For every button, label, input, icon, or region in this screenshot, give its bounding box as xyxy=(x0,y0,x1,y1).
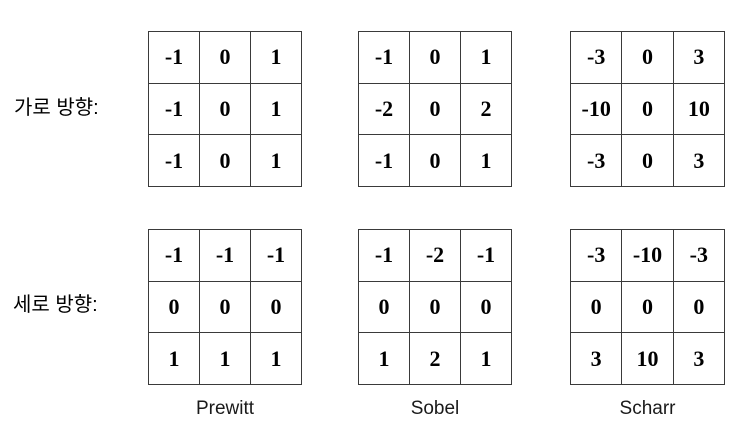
kernel-cell: 1 xyxy=(199,332,251,385)
kernel-cell: 0 xyxy=(250,280,302,334)
kernel-cell: 10 xyxy=(621,332,674,385)
kernel-cell: -10 xyxy=(621,229,674,282)
kernel-cell: -3 xyxy=(672,229,726,282)
kernel-cell: 1 xyxy=(250,31,302,84)
kernel-cell: 3 xyxy=(569,332,623,385)
kernel-cell: -1 xyxy=(358,31,410,84)
kernel-cell: -1 xyxy=(199,229,251,282)
row-label-horizontal: 가로 방향: xyxy=(14,97,99,119)
kernel-cell: 0 xyxy=(409,31,461,84)
kernel-cell: 0 xyxy=(621,134,674,187)
kernel-cell: -2 xyxy=(409,229,461,282)
kernel-matrix-vertical-prewitt: -1 -1 -1 0 0 0 1 1 1 xyxy=(148,229,302,385)
kernel-cell: -1 xyxy=(148,229,200,282)
kernel-cell: 0 xyxy=(672,280,726,334)
kernel-cell: 0 xyxy=(199,31,251,84)
kernel-cell: -1 xyxy=(460,229,512,282)
kernel-cell: 0 xyxy=(621,31,674,84)
kernel-cell: 3 xyxy=(672,332,726,385)
kernel-cell: 0 xyxy=(409,82,461,136)
kernel-cell: -10 xyxy=(569,82,623,136)
kernel-cell: 1 xyxy=(460,332,512,385)
kernel-cell: -1 xyxy=(358,229,410,282)
kernel-cell: -1 xyxy=(148,31,200,84)
kernel-cell: 0 xyxy=(199,134,251,187)
kernel-cell: 0 xyxy=(199,280,251,334)
kernel-cell: 1 xyxy=(460,31,512,84)
kernel-cell: 0 xyxy=(199,82,251,136)
kernel-cell: -1 xyxy=(358,134,410,187)
kernel-cell: -3 xyxy=(569,134,623,187)
kernel-cell: 0 xyxy=(460,280,512,334)
kernel-cell: 1 xyxy=(358,332,410,385)
kernel-matrix-vertical-scharr: -3 -10 -3 0 0 0 3 10 3 xyxy=(569,229,726,385)
kernel-cell: 0 xyxy=(358,280,410,334)
column-caption-sobel: Sobel xyxy=(410,398,460,419)
kernel-cell: 3 xyxy=(672,31,726,84)
kernel-matrix-horizontal-scharr: -3 0 3 -10 0 10 -3 0 3 xyxy=(569,31,726,187)
kernel-matrix-horizontal-sobel: -1 0 1 -2 0 2 -1 0 1 xyxy=(358,31,512,187)
kernel-cell: 0 xyxy=(621,82,674,136)
kernel-cell: -1 xyxy=(250,229,302,282)
kernel-matrix-vertical-sobel: -1 -2 -1 0 0 0 1 2 1 xyxy=(358,229,512,385)
kernel-cell: 0 xyxy=(148,280,200,334)
kernel-cell: -3 xyxy=(569,229,623,282)
kernel-cell: -3 xyxy=(569,31,623,84)
kernel-cell: -1 xyxy=(148,82,200,136)
kernel-cell: 3 xyxy=(672,134,726,187)
kernel-cell: 1 xyxy=(250,82,302,136)
kernel-cell: 0 xyxy=(569,280,623,334)
column-caption-prewitt: Prewitt xyxy=(195,398,255,419)
kernel-matrix-horizontal-prewitt: -1 0 1 -1 0 1 -1 0 1 xyxy=(148,31,302,187)
kernel-cell: 1 xyxy=(460,134,512,187)
kernel-cell: 1 xyxy=(148,332,200,385)
kernel-cell: 2 xyxy=(409,332,461,385)
kernel-cell: 0 xyxy=(409,134,461,187)
column-caption-scharr: Scharr xyxy=(619,398,676,419)
kernel-cell: -1 xyxy=(148,134,200,187)
kernel-cell: 1 xyxy=(250,134,302,187)
row-label-vertical: 세로 방향: xyxy=(13,294,98,316)
kernel-cell: 2 xyxy=(460,82,512,136)
kernel-cell: -2 xyxy=(358,82,410,136)
kernel-cell: 0 xyxy=(621,280,674,334)
kernel-cell: 10 xyxy=(672,82,726,136)
kernel-cell: 0 xyxy=(409,280,461,334)
kernel-cell: 1 xyxy=(250,332,302,385)
